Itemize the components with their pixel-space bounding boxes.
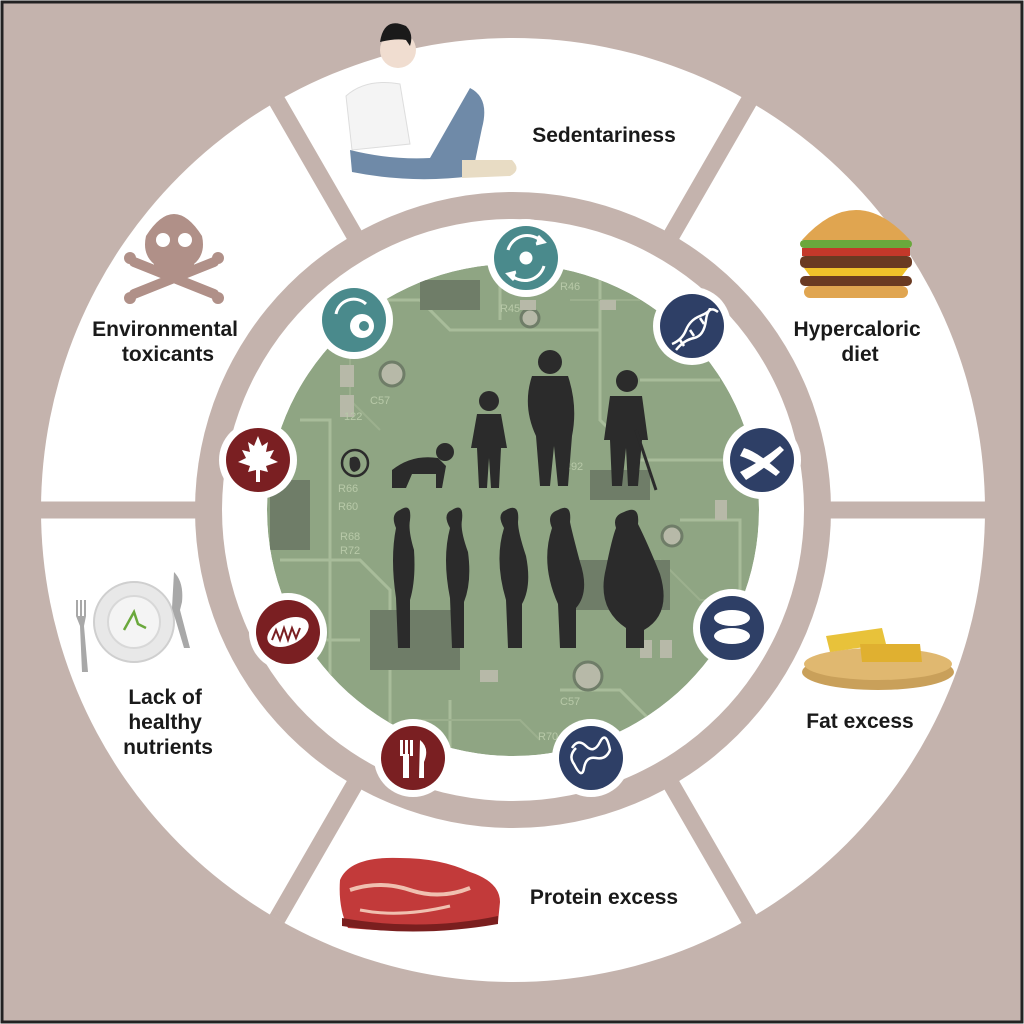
pcb-label: 122 bbox=[344, 411, 362, 423]
pcb-label: R45 bbox=[500, 303, 520, 315]
fork-icon bbox=[76, 600, 88, 672]
badge-protein bbox=[552, 719, 630, 797]
label-protein-excess: Protein excess bbox=[530, 886, 678, 909]
cell-cycle-icon bbox=[505, 234, 547, 282]
child-icon bbox=[471, 391, 507, 488]
meat-steak-icon bbox=[339, 857, 500, 932]
label-sedentariness: Sedentariness bbox=[532, 124, 676, 147]
stem-cell-icon bbox=[334, 297, 374, 338]
obese-profile bbox=[547, 507, 585, 648]
badge-fork-knife bbox=[374, 719, 452, 797]
knife-icon bbox=[172, 572, 190, 648]
fork-knife-icon bbox=[400, 740, 427, 778]
badge-cell-cycle bbox=[487, 219, 565, 297]
pcb-label: C57 bbox=[560, 696, 580, 708]
severely-obese-profile bbox=[603, 509, 664, 648]
pcb-label: R72 bbox=[340, 545, 360, 557]
body-profile-silhouettes bbox=[393, 507, 664, 648]
crawling-baby-icon bbox=[392, 443, 454, 488]
label-hypercaloric-diet: Hypercaloric diet bbox=[793, 318, 926, 366]
life-stage-silhouettes bbox=[340, 350, 658, 491]
label-lack-of-healthy-nutrients: Lack of healthy nutrients bbox=[123, 686, 213, 759]
slim-profile bbox=[393, 507, 415, 648]
badge-chromosome bbox=[723, 421, 801, 499]
obese-adult-icon bbox=[527, 350, 575, 486]
badge-vesicle bbox=[693, 589, 771, 667]
badge-maple-leaf bbox=[219, 421, 297, 499]
pcb-label: R60 bbox=[338, 501, 358, 513]
membrane-vesicle-icon bbox=[714, 610, 750, 644]
badge-stem-cell bbox=[315, 281, 393, 359]
pcb-label: R46 bbox=[560, 281, 580, 293]
chromosome-icon bbox=[740, 446, 784, 480]
badge-mitochondrion bbox=[249, 593, 327, 671]
protein-structure-icon bbox=[570, 736, 612, 775]
elderly-person-icon bbox=[604, 370, 658, 491]
label-fat-excess: Fat excess bbox=[806, 710, 913, 733]
mitochondrion-icon bbox=[267, 616, 309, 648]
pcb-label: C57 bbox=[370, 395, 390, 407]
pcb-label: R70 bbox=[538, 731, 558, 743]
badge-dna bbox=[653, 287, 731, 365]
pcb-label: R68 bbox=[340, 531, 360, 543]
skull-crossbones-icon bbox=[124, 214, 224, 304]
fetus-icon bbox=[340, 448, 370, 478]
normal-profile bbox=[446, 507, 470, 648]
overweight-profile bbox=[499, 507, 529, 648]
sitting-person-icon bbox=[345, 23, 517, 180]
empty-plate-icon bbox=[76, 572, 190, 672]
label-environmental-toxicants: Environmental toxicants bbox=[92, 318, 244, 366]
butter-pancake-icon bbox=[802, 628, 954, 690]
pcb-label: R66 bbox=[338, 483, 358, 495]
dna-helix-icon bbox=[671, 307, 719, 351]
maple-leaf-icon bbox=[238, 436, 278, 482]
burger-icon bbox=[800, 210, 912, 298]
